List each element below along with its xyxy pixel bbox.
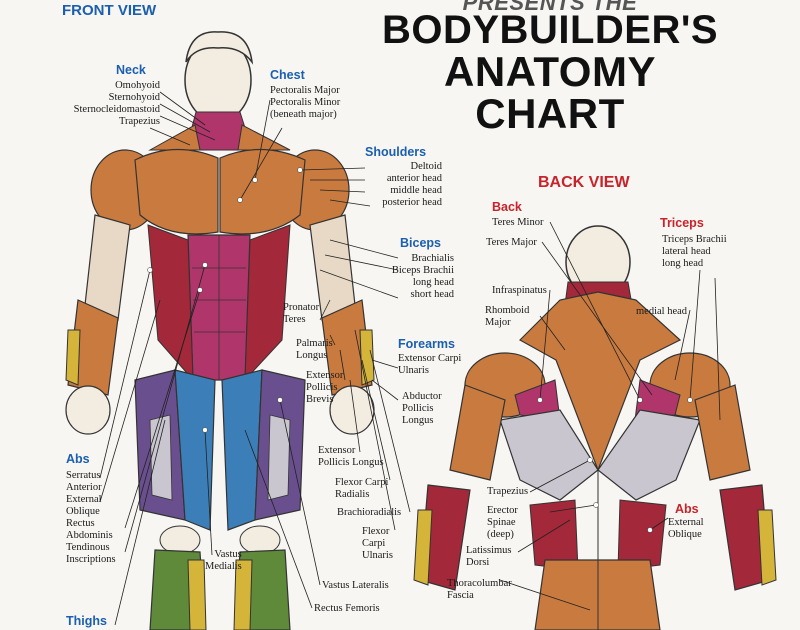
erector-spinae-label: Erector Spinae (deep) xyxy=(487,505,518,540)
flexor-carpi-radialis-label: Flexor Carpi Radialis xyxy=(335,477,389,500)
front-biceps-left xyxy=(84,214,131,321)
front-hair xyxy=(185,31,254,65)
triceps-heading: Triceps xyxy=(660,216,704,230)
teres-minor-label: Teres Minor xyxy=(492,217,544,228)
shoulders-heading: Shoulders xyxy=(365,145,427,159)
front-figure xyxy=(65,31,375,630)
neck-items: Omohyoid Sternohyoid Sternocleidomastoid… xyxy=(73,80,160,127)
chest-heading: Chest xyxy=(270,68,305,82)
latissimus-dorsi-label: Latissimus Dorsi xyxy=(466,545,512,568)
back-triceps-left xyxy=(449,384,506,481)
back-latissimus-left xyxy=(499,409,599,501)
title-top-partial: PRESENTS THE xyxy=(462,0,638,15)
triceps-medial-head-label: medial head xyxy=(636,306,688,317)
front-forearm-left-yellow xyxy=(65,329,81,386)
neck-heading: Neck xyxy=(116,63,146,77)
title-line-1: BODYBUILDER'S xyxy=(381,8,719,52)
back-triceps-right xyxy=(694,384,751,481)
back-view-heading: BACK VIEW xyxy=(538,174,630,191)
rhomboid-major-label: Rhomboid Major xyxy=(485,305,530,328)
abs-heading-back: Abs xyxy=(675,502,699,516)
front-knee-right xyxy=(239,525,281,555)
teres-major-label: Teres Major xyxy=(486,237,537,248)
biceps-items: Brachialis Biceps Brachii long head shor… xyxy=(391,253,454,300)
thighs-heading: Thighs xyxy=(66,614,107,628)
back-trapezius xyxy=(519,291,682,472)
front-oblique-left xyxy=(147,224,194,382)
back-latissimus-right xyxy=(597,409,701,501)
abs-heading-front: Abs xyxy=(66,452,90,466)
front-shin-right-yellow xyxy=(233,559,253,630)
back-forearm-left-yellow xyxy=(413,509,433,586)
front-thigh-left-inner xyxy=(174,369,216,531)
front-pectoral-left xyxy=(134,148,219,235)
front-thigh-gray-left xyxy=(149,414,173,501)
front-fist-left xyxy=(65,385,111,435)
back-heading: Back xyxy=(492,200,522,214)
triceps-items: Triceps Brachii lateral head long head xyxy=(662,234,727,269)
brachioradialis-label: Brachioradialis xyxy=(337,507,402,518)
shoulders-items: Deltoid anterior head middle head poster… xyxy=(382,161,442,208)
front-knee-left xyxy=(159,525,201,555)
extensor-pollicis-brevis-label: Extensor Pollicis Brevis xyxy=(306,370,344,405)
front-shin-left-yellow xyxy=(187,559,207,630)
back-trapezius-label: Trapezius xyxy=(487,486,529,497)
forearms-heading: Forearms xyxy=(398,337,455,351)
abs-items-back: External Oblique xyxy=(668,517,704,540)
pronator-teres-label: Pronator Teres xyxy=(283,302,320,325)
front-thigh-gray-right xyxy=(267,414,291,501)
vastus-lateralis-label: Vastus Lateralis xyxy=(322,580,389,591)
back-forearm-right-yellow xyxy=(757,509,777,586)
biceps-heading: Biceps xyxy=(400,236,441,250)
marker-dots xyxy=(147,167,693,533)
front-view-heading: FRONT VIEW xyxy=(62,2,157,19)
extensor-pollicis-longus-label: Extensor Pollicis Longus xyxy=(318,445,384,468)
forearms-items: Extensor Carpi Ulnaris xyxy=(398,353,462,376)
abductor-pollicis-longus-label: Abductor Pollicis Longus xyxy=(402,391,442,426)
flexor-carpi-ulnaris-label: Flexor Carpi Ulnaris xyxy=(362,526,393,561)
infraspinatus-label: Infraspinatus xyxy=(492,285,547,296)
abs-items-front: Serratus Anterior External Oblique Rectu… xyxy=(66,470,116,565)
vastus-medialis-label: Vastus Medialis xyxy=(205,549,242,572)
thoracolumbar-fascia-label: Thoracolumbar Fascia xyxy=(447,578,512,601)
rectus-femoris-label: Rectus Femoris xyxy=(314,603,380,614)
palmaris-longus-label: Palmaris Longus xyxy=(296,338,333,361)
back-figure xyxy=(413,225,777,630)
title-line-3: CHART xyxy=(475,90,625,137)
front-pectoral-right xyxy=(219,148,306,235)
title-line-2: ANATOMY xyxy=(444,48,656,95)
chest-items: Pectoralis Major Pectoralis Minor (benea… xyxy=(270,85,341,120)
leader-lines xyxy=(99,91,721,626)
